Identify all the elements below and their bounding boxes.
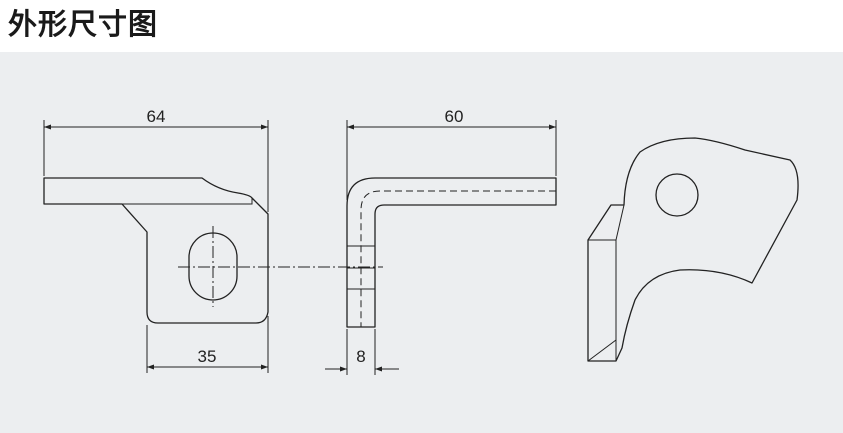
dimension-label-35: 35 (198, 347, 217, 366)
side-view-outline (346, 177, 557, 328)
front-view (43, 177, 269, 324)
side-view (346, 177, 557, 328)
dimension-label-8: 8 (356, 347, 365, 366)
page-title: 外形尺寸图 (8, 7, 159, 41)
front-view-outline (43, 177, 269, 324)
front-view-edge-inner (251, 197, 269, 215)
isometric-edge (615, 204, 625, 241)
front-view-edge (122, 198, 253, 205)
drawing-panel: 64 35 60 8 (0, 52, 843, 433)
dimension-64: 64 (43, 107, 269, 212)
dimension-label-60: 60 (445, 107, 464, 126)
technical-drawing: 64 35 60 8 (43, 107, 799, 375)
side-view-hidden-line (360, 190, 556, 327)
dimension-35: 35 (146, 316, 269, 373)
isometric-outline (587, 137, 799, 362)
isometric-hole (655, 173, 699, 217)
dimension-8: 8 (325, 329, 399, 375)
isometric-edge (587, 339, 617, 362)
dimension-label-64: 64 (147, 107, 166, 126)
dimension-60: 60 (346, 107, 557, 200)
isometric-view (587, 137, 799, 362)
